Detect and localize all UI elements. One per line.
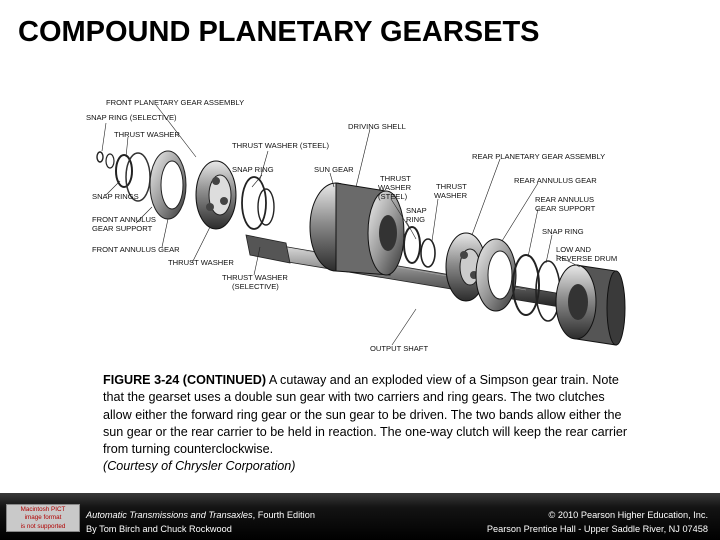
label-front-planetary-gear-assembly: FRONT PLANETARY GEAR ASSEMBLY [106,98,244,107]
label-output-shaft: OUTPUT SHAFT [370,344,428,353]
label-thrust-washer-steel-2-line3: (STEEL) [378,192,408,201]
label-sun-gear: SUN GEAR [314,165,354,174]
label-low-reverse-drum-line1: LOW AND [556,245,592,254]
label-snap-rings: SNAP RINGS [92,192,139,201]
label-thrust-washer-selective-line2: (SELECTIVE) [232,282,279,291]
footer-authors: By Tom Birch and Chuck Rockwood [86,524,232,534]
label-front-annulus-gear: FRONT ANNULUS GEAR [92,245,180,254]
label-rear-annulus-gear-support-line1: REAR ANNULUS [535,195,594,204]
figure-caption: FIGURE 3-24 (CONTINUED) A cutaway and an… [103,372,633,476]
label-thrust-washer-steel-2-line2: WASHER [378,183,412,192]
footer-copyright: © 2010 Pearson Higher Education, Inc. [548,510,708,520]
label-snap-ring-2-line1: SNAP [406,206,427,215]
label-thrust-washer-2-line1: THRUST [436,182,467,191]
slide-footer: Macintosh PICT image format is not suppo… [0,493,720,540]
notice-line-2: image format [24,514,62,522]
label-snap-ring-selective: SNAP RING (SELECTIVE) [86,113,177,122]
front-annulus-gear-part [149,150,187,220]
gearset-diagram: FRONT PLANETARY GEAR ASSEMBLY SNAP RING … [86,98,626,353]
footer-publisher: Pearson Prentice Hall - Upper Saddle Riv… [486,524,708,534]
label-thrust-washer-steel-1: THRUST WASHER (STEEL) [232,141,330,150]
notice-line-3: is not supported [20,522,66,530]
label-snap-ring-2-line2: RING [406,215,425,224]
label-rear-annulus-gear: REAR ANNULUS GEAR [514,176,597,185]
exploded-view-figure: FRONT PLANETARY GEAR ASSEMBLY SNAP RING … [86,95,627,357]
label-snap-ring-1: SNAP RING [232,165,274,174]
low-reverse-drum-part [555,264,626,346]
label-front-annulus-gear-support-line1: FRONT ANNULUS [92,215,156,224]
caption-courtesy: (Courtesy of Chrysler Corporation) [103,459,296,474]
thrust-washer-middle-part [403,226,436,268]
snap-ring-front-part [241,176,275,230]
pict-unsupported-notice: Macintosh PICT image format is not suppo… [6,504,80,532]
slide-title: COMPOUND PLANETARY GEARSETS [18,16,540,48]
notice-line-1: Macintosh PICT [20,506,66,513]
label-driving-shell: DRIVING SHELL [348,122,406,131]
footer-book-title: Automatic Transmissions and Transaxles [86,510,253,520]
label-thrust-washer-selective-line1: THRUST WASHER [222,273,288,282]
label-thrust-washer-2-line2: WASHER [434,191,468,200]
label-thrust-washer-3: THRUST WASHER [168,258,234,267]
footer-edition: , Fourth Edition [252,510,315,520]
footer-publisher-info: © 2010 Pearson Higher Education, Inc. Pe… [487,508,708,536]
front-planetary-gear-part [195,160,237,230]
caption-body: A cutaway and an exploded view of a Simp… [103,373,628,457]
footer-book-info: Automatic Transmissions and Transaxles, … [86,508,315,536]
label-snap-ring-3: SNAP RING [542,227,584,236]
leader-lines [101,104,581,346]
driving-shell-part [309,182,405,276]
snap-ring-selective-part [96,151,115,169]
rear-annulus-gear-part [475,238,517,312]
label-thrust-washer-1: THRUST WASHER [114,130,180,139]
label-rear-annulus-gear-support-line2: GEAR SUPPORT [535,204,596,213]
label-low-reverse-drum-line2: REVERSE DRUM [556,254,617,263]
label-front-annulus-gear-support-line2: GEAR SUPPORT [92,224,153,233]
caption-figure-number: FIGURE 3-24 (CONTINUED) [103,373,267,387]
label-rear-planetary-gear-assembly: REAR PLANETARY GEAR ASSEMBLY [472,152,605,161]
label-thrust-washer-steel-2-line1: THRUST [380,174,411,183]
